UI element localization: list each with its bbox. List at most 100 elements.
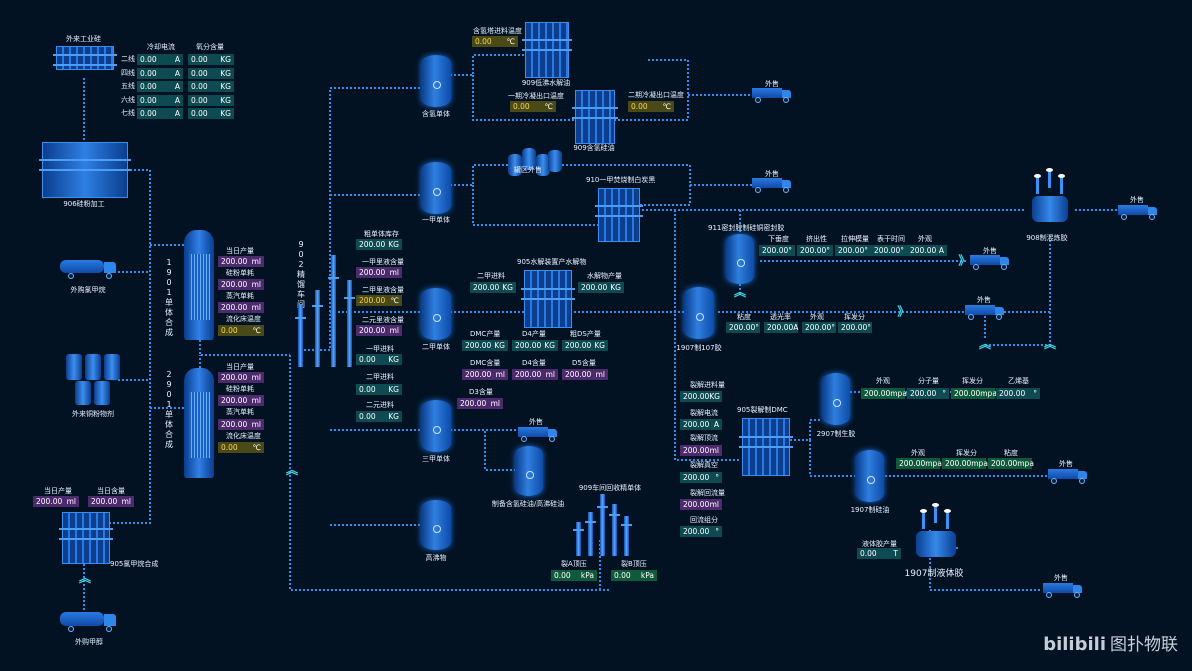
tensile-value: 200.00°: [835, 245, 871, 256]
flow-arrow-icon: ︽: [734, 285, 747, 299]
export-label: 外售: [1059, 460, 1073, 468]
crack-vacuum-value: 200.00°: [680, 472, 722, 483]
s2901-label: 2901单体合成: [165, 370, 173, 449]
high-boil-label: 高沸物: [425, 554, 447, 562]
cooling-current-header: 冷却电流: [147, 43, 175, 51]
export-label: 外售: [1054, 574, 1068, 582]
dichloro-in-label: 二元进料: [366, 401, 394, 409]
export-truck-icon: [1118, 205, 1158, 220]
recovery-column-icon: [621, 516, 632, 556]
m1907-107-label: 1907制107胶: [676, 344, 722, 352]
si-powder-label-1: 硅粉单耗: [226, 269, 254, 277]
ext-silicon-label: 外来工业硅: [66, 35, 101, 43]
export-label: 外售: [1130, 196, 1144, 204]
volatility-value: 200.00°: [838, 322, 872, 333]
extrusion-label: 挤出性: [806, 235, 827, 243]
export-truck-icon: [970, 255, 1010, 270]
export-label: 外售: [977, 296, 991, 304]
fluidized-temp-label-1: 流化床温度: [226, 315, 261, 323]
sealant-tank-icon: [726, 234, 754, 284]
cond1-temp-value: 0.00℃: [510, 101, 556, 112]
d4-content-label: D4含量: [522, 359, 546, 367]
chlorine-header: 氧分含量: [196, 43, 224, 51]
d3-content-label: D3含量: [469, 388, 493, 396]
appearance-label: 外观: [810, 313, 824, 321]
dimethyl-content-value: 200.00℃: [356, 295, 402, 306]
dimethyl-in-label: 二甲进料: [366, 373, 394, 381]
m908-label: 908制混炼胶: [1026, 234, 1068, 242]
h-tower-temp-label: 含氢塔进料温度: [473, 27, 522, 35]
tanker-truck-icon: [60, 260, 118, 279]
methanol-truck-icon: [60, 612, 118, 632]
m905-crack-label: 905裂解制DMC: [737, 406, 788, 414]
tower-b-pressure-label: 裂B顶压: [621, 560, 647, 568]
synthesis-tower-1901-icon: [184, 230, 214, 340]
monomethyl-in-label: 一甲进料: [366, 345, 394, 353]
export-truck-icon: [1043, 583, 1083, 598]
distill-column-icon: [328, 255, 339, 367]
flow-arrow-icon: ︽: [1044, 337, 1057, 351]
hydrolysate-label: 水解物产量: [587, 272, 622, 280]
steam-label-1: 蒸汽单耗: [226, 292, 254, 300]
distill-column-icon: [344, 280, 355, 367]
h-monomer-label: 含氢单体: [422, 110, 450, 118]
recovery-column-icon: [573, 522, 584, 556]
tank-farm-icon: [508, 148, 564, 180]
methyl-chloride-plant-icon: [59, 512, 113, 564]
vinyl-value: 200.00°: [996, 388, 1040, 399]
reflux-ratio-label: 回流组分: [690, 516, 718, 524]
appearance-label: 外观: [911, 449, 925, 457]
white-carbon-plant-icon: [595, 188, 643, 242]
volatility-label: 挥发分: [956, 449, 977, 457]
tank-area-label: 罐区外售: [514, 166, 542, 174]
lowboil-hydrolysis-plant-icon: [522, 22, 572, 78]
trimethyl-tank-icon: [421, 400, 451, 452]
dimethyl-tank-icon: [421, 288, 451, 340]
m909-recovery-label: 909车间回收精单体: [578, 484, 642, 492]
ext-methyl-chloride-label: 外购氯甲烷: [70, 286, 106, 294]
appearance-label: 外观: [876, 377, 890, 385]
vinyl-label: 乙烯基: [1008, 377, 1029, 385]
flow-arrow-icon: ︽: [979, 337, 992, 351]
recovery-column-icon: [585, 512, 596, 556]
surface-dry-value: 200.00°: [871, 245, 907, 256]
export-truck-icon: [752, 88, 792, 103]
flow-arrow-icon: ︽: [896, 304, 911, 318]
dimethyl-monomer-label: 二甲单体: [422, 343, 450, 351]
line5-label: 五线: [121, 82, 135, 90]
dichloro-content-label: 二元里液含量: [362, 316, 404, 324]
h-silicone-oil-plant-icon: [572, 90, 618, 144]
ext-copper-label: 外来铜粉物剂: [72, 410, 114, 418]
liquid-rubber-reactor-icon: [908, 503, 964, 563]
crack-current-label: 裂解电流: [690, 409, 718, 417]
m905-synthesis-label: 905氯甲烷合成: [110, 560, 159, 568]
export-label: 外售: [529, 418, 543, 426]
liquid-out-label: 液体胶产量: [862, 540, 897, 548]
crack-top-temp-label: 裂解顶流: [690, 434, 718, 442]
dimethyl-content-label: 二甲里液含量: [362, 286, 404, 294]
daily-content-label: 当日含量: [97, 487, 125, 495]
m909-lowboil-label: 909低沸水解油: [521, 79, 571, 87]
fluidized-temp-label-2: 流化床温度: [226, 432, 261, 440]
m1907-oil-label: 1907制硅油: [850, 506, 890, 514]
silicon-processing-label: 906硅粉加工: [63, 200, 105, 208]
